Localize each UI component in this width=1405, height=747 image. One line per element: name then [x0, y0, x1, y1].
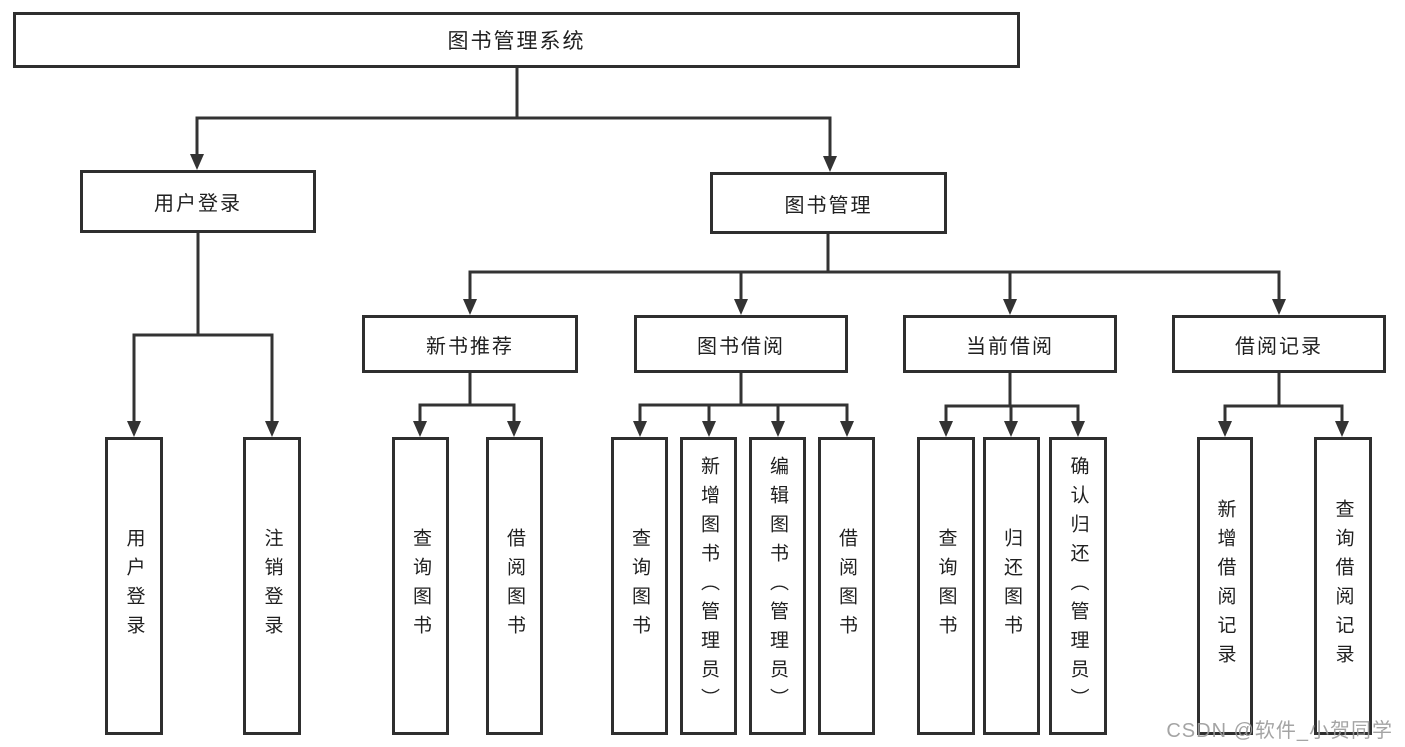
arrow-down-icon: [823, 156, 837, 172]
node-current-borrow: 当前借阅: [903, 315, 1117, 373]
node-leaf-confirm-return-admin: 确认归还（管理员）: [1049, 437, 1107, 735]
node-leaf-query-books-recommend: 查询图书: [392, 437, 449, 735]
node-book-management: 图书管理: [710, 172, 947, 234]
node-new-book-recommend: 新书推荐: [362, 315, 578, 373]
node-label: 新增借阅记录: [1214, 499, 1236, 673]
arrow-down-icon: [1003, 299, 1017, 315]
edge-root-to-level2: [190, 66, 837, 172]
arrow-down-icon: [190, 154, 204, 170]
node-label: 借阅图书: [836, 528, 857, 644]
node-leaf-return-book: 归还图书: [983, 437, 1040, 735]
node-leaf-logout: 注销登录: [243, 437, 301, 735]
arrow-down-icon: [1335, 421, 1349, 437]
node-label: 新增图书（管理员）: [698, 455, 719, 717]
edge-borrow-records-branch: [1218, 371, 1349, 437]
node-leaf-add-borrow-record: 新增借阅记录: [1197, 437, 1253, 735]
arrow-down-icon: [127, 421, 141, 437]
node-label: 归还图书: [1001, 528, 1022, 644]
node-label: 借阅图书: [504, 528, 525, 644]
arrow-down-icon: [771, 421, 785, 437]
arrow-down-icon: [939, 421, 953, 437]
node-borrow-records: 借阅记录: [1172, 315, 1386, 373]
node-label: 借阅记录: [1235, 335, 1323, 358]
edge-user-login-branch: [127, 231, 279, 437]
edge-book-management-branch: [463, 232, 1286, 315]
arrow-down-icon: [1218, 421, 1232, 437]
node-leaf-query-books-current: 查询图书: [917, 437, 975, 735]
node-label: 查询图书: [935, 528, 957, 644]
arrow-down-icon: [1004, 421, 1018, 437]
node-leaf-query-borrow-record: 查询借阅记录: [1314, 437, 1372, 735]
arrow-down-icon: [413, 421, 427, 437]
node-label: 查询借阅记录: [1332, 499, 1354, 673]
edge-book-borrow-branch: [633, 371, 854, 437]
node-leaf-user-login: 用户登录: [105, 437, 163, 735]
arrow-down-icon: [840, 421, 854, 437]
node-user-login: 用户登录: [80, 170, 316, 233]
arrow-down-icon: [507, 421, 521, 437]
node-label: 注销登录: [261, 528, 283, 644]
node-book-borrow: 图书借阅: [634, 315, 848, 373]
arrow-down-icon: [1071, 421, 1085, 437]
node-library-system: 图书管理系统: [13, 12, 1020, 68]
arrow-down-icon: [1272, 299, 1286, 315]
node-label: 图书借阅: [697, 335, 785, 358]
arrow-down-icon: [702, 421, 716, 437]
node-leaf-edit-book-admin: 编辑图书（管理员）: [749, 437, 806, 735]
node-label: 确认归还（管理员）: [1067, 455, 1089, 717]
node-label: 用户登录: [154, 193, 242, 215]
edge-new-book-recommend-branch: [413, 371, 521, 437]
node-leaf-add-book-admin: 新增图书（管理员）: [680, 437, 737, 735]
arrow-down-icon: [633, 421, 647, 437]
node-label: 查询图书: [410, 528, 431, 644]
edge-current-borrow-branch: [939, 371, 1085, 437]
node-label: 当前借阅: [966, 335, 1054, 358]
node-leaf-borrow-books: 借阅图书: [818, 437, 875, 735]
node-leaf-query-books-borrow: 查询图书: [611, 437, 668, 735]
node-label: 用户登录: [123, 528, 145, 644]
arrow-down-icon: [265, 421, 279, 437]
arrow-down-icon: [734, 299, 748, 315]
node-label: 新书推荐: [426, 335, 514, 358]
node-label: 查询图书: [629, 528, 650, 644]
node-label: 图书管理: [784, 194, 873, 217]
node-leaf-borrow-books-recommend: 借阅图书: [486, 437, 543, 735]
node-label: 图书管理系统: [447, 30, 586, 53]
arrow-down-icon: [463, 299, 477, 315]
csdn-watermark: CSDN @软件_小贺同学: [1166, 720, 1393, 742]
node-label: 编辑图书（管理员）: [767, 455, 788, 717]
